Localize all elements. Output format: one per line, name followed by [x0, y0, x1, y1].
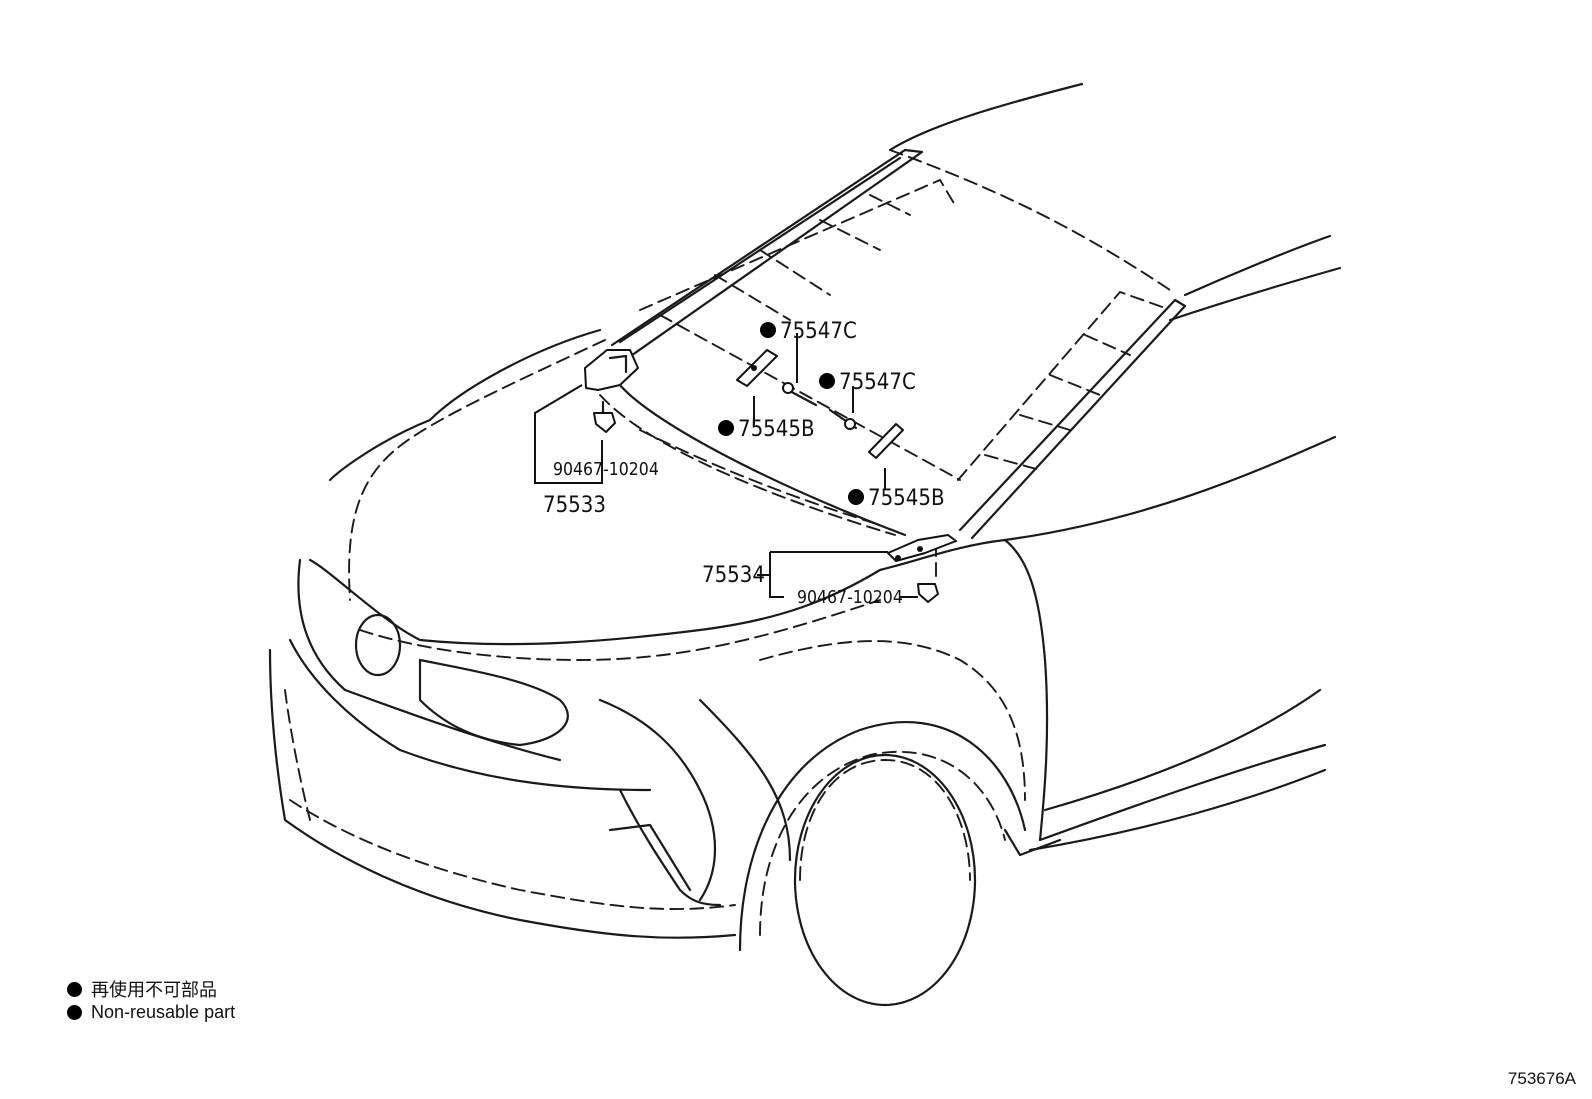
moulding-75534-part	[887, 534, 957, 562]
figure-id: 753676A	[1507, 1069, 1576, 1088]
legend-japanese: 再使用不可部品	[67, 976, 217, 1002]
clip-75545b-right-part	[868, 423, 904, 459]
label-75534: 75534	[702, 563, 765, 588]
legend-english-text: Non-reusable part	[91, 1002, 236, 1022]
label-75533: 75533	[543, 493, 606, 518]
clip-75547c-right-part	[828, 408, 858, 430]
bullet-75545b-b	[848, 489, 864, 505]
label-90467-left: 90467-10204	[553, 460, 659, 480]
car-outline	[268, 82, 1342, 1007]
label-75545b-a: 75545B	[738, 417, 815, 442]
bullet-75547c-b	[819, 373, 835, 389]
label-75547c-a: 75547C	[780, 319, 857, 344]
label-75547c-b: 75547C	[839, 370, 916, 395]
non-reusable-bullets	[718, 322, 864, 505]
legend-english: Non-reusable part	[67, 1002, 235, 1023]
legend-bullet-icon	[67, 981, 82, 997]
label-90467-right: 90467-10204	[797, 588, 903, 608]
leader-lines	[534, 333, 918, 598]
bullet-75547c-a	[760, 322, 776, 338]
bullet-75545b-a	[718, 420, 734, 436]
legend-bullet-icon	[67, 1005, 82, 1020]
label-75545b-b: 75545B	[868, 486, 945, 511]
clip-75547c-left-part	[782, 382, 818, 407]
legend-japanese-text: 再使用不可部品	[91, 980, 217, 1000]
clip-75545b-left-part	[736, 349, 778, 387]
fastener-90467-left-part	[593, 400, 616, 433]
